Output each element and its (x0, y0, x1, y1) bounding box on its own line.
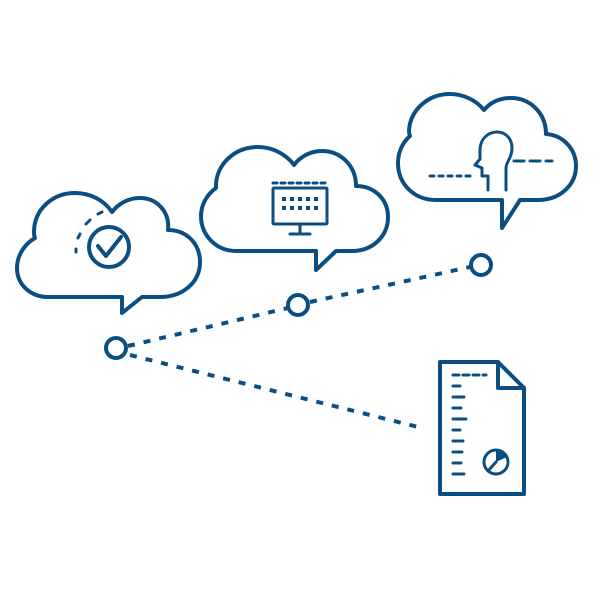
connector-origin-to-document (129, 353, 419, 429)
cloud-outline (396, 92, 578, 230)
check-circle-icon (74, 210, 131, 269)
connector-node1-to-node2 (309, 265, 471, 304)
person-head-icon (428, 130, 554, 192)
cloud-outline (199, 145, 390, 272)
connector-origin-to-node1 (127, 306, 289, 348)
cloud-node-1 (286, 293, 310, 317)
cloud-check (15, 191, 202, 315)
cloud-person (396, 92, 578, 230)
cloud-node-2 (469, 253, 493, 277)
origin-node (104, 336, 128, 360)
cloud-outline (15, 191, 202, 315)
document-fold (496, 360, 526, 390)
document-lines (451, 373, 488, 476)
cloud-monitor (199, 145, 390, 272)
pie-chart-icon (482, 448, 510, 476)
monitor-icon (271, 181, 329, 236)
document-chart-icon (438, 360, 526, 496)
document-outline (438, 360, 526, 496)
